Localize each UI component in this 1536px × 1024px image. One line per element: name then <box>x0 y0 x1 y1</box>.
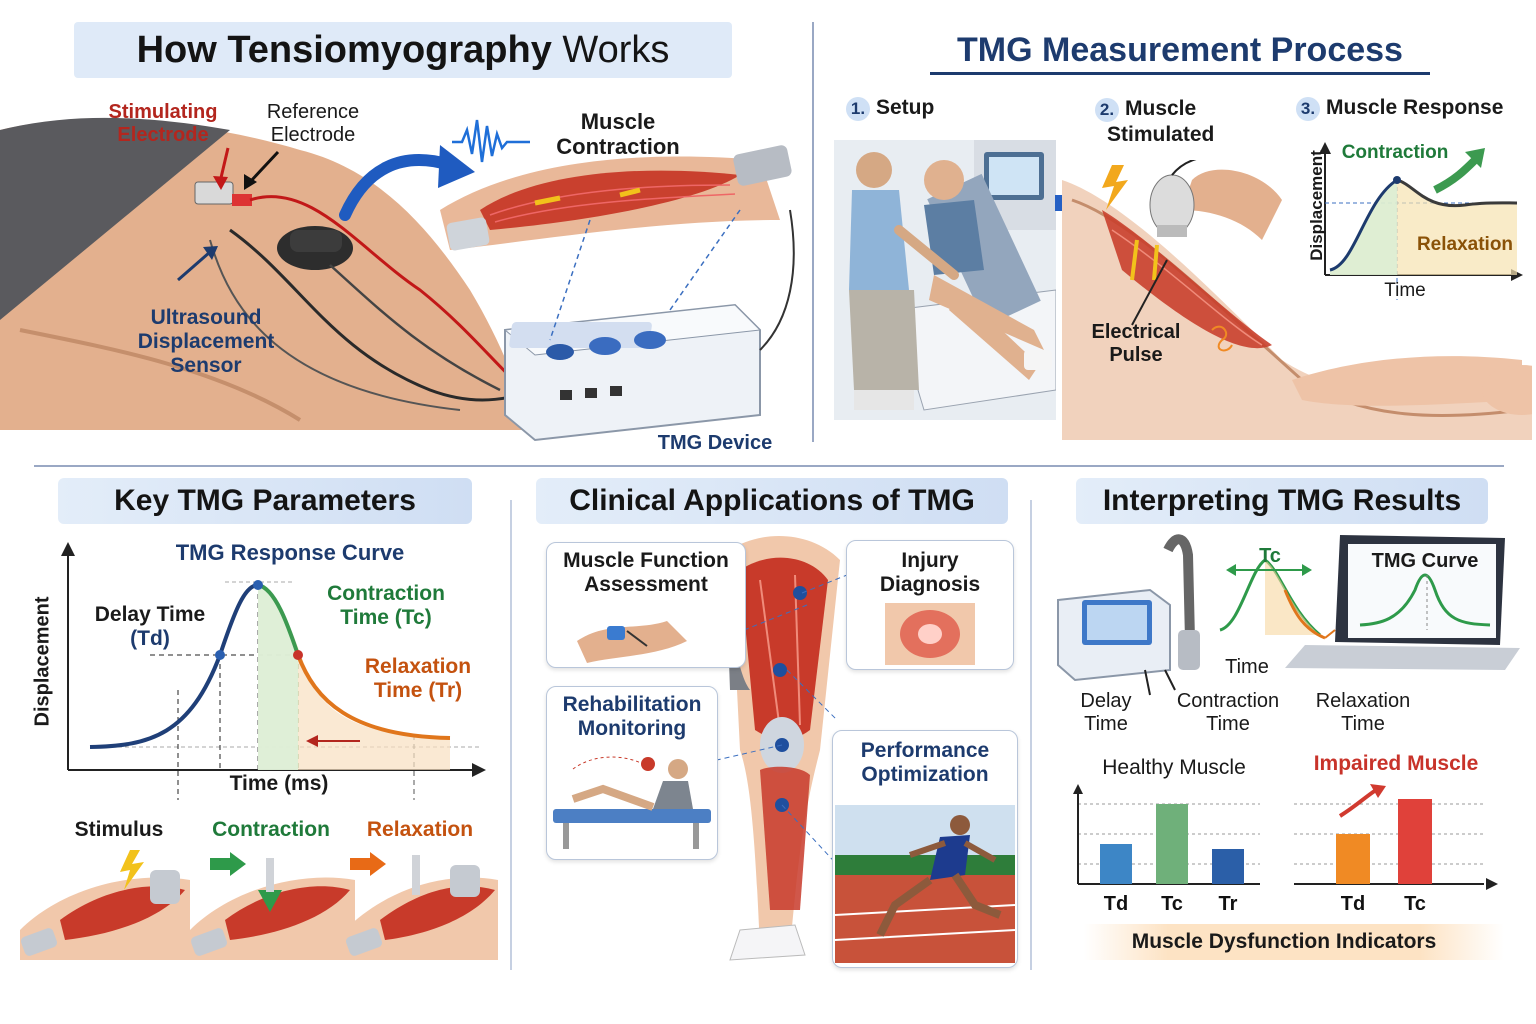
tick-label: Tr <box>1219 893 1238 915</box>
label-params-xlabel: Time (ms) <box>229 772 329 795</box>
arrow-right-icon <box>350 852 386 876</box>
graph-tmg-response-curve <box>61 542 486 800</box>
panel-title-process: TMG Measurement Process <box>930 28 1430 75</box>
label-muscle-contraction: Muscle Contraction <box>556 109 680 160</box>
label-rehab-monitoring: Rehabilitation Monitoring <box>562 693 702 741</box>
label-contraction: Contraction <box>212 818 330 841</box>
waveform-icon <box>452 119 530 163</box>
illustration-muscle-states <box>20 850 498 960</box>
bar-tc <box>1398 799 1432 884</box>
panel-title-params: Key TMG Parameters <box>58 478 472 524</box>
label-interpret-contraction: Contraction Time <box>1176 690 1280 735</box>
label-graph-relaxation: Relaxation <box>1416 234 1514 255</box>
arrow-right-icon <box>438 145 475 188</box>
node-dot-icon <box>793 586 807 600</box>
illustration-sprinter <box>835 805 1015 963</box>
card-injury-diagnosis: Injury Diagnosis <box>846 540 1014 670</box>
bar-td <box>1336 834 1370 884</box>
card-muscle-function: Muscle Function Assessment <box>546 542 746 668</box>
title-light: Works <box>562 28 670 71</box>
node-dot-icon <box>1393 176 1401 184</box>
chart-td-tc-tr: Td Tc Tr Td Tc <box>1073 784 1498 915</box>
chart-healthy: Td Tc Tr <box>1073 784 1260 915</box>
label-stimulus: Stimulus <box>74 818 164 841</box>
label-reference-electrode: Reference Electrode <box>266 101 360 146</box>
title-bold: How Tensiomyography <box>136 28 552 71</box>
label-impaired-muscle: Impaired Muscle <box>1313 752 1479 775</box>
divider-middle <box>34 465 1504 467</box>
label-graph-xlabel: Time <box>1384 280 1426 301</box>
step-stimulated: 2.Muscle Stimulated <box>1095 96 1214 147</box>
node-dot-icon <box>773 663 787 677</box>
dysfunction-banner <box>1084 924 1504 960</box>
panel-title-how: How Tensiomyography Works <box>74 22 732 78</box>
trend-arrow-head <box>1370 784 1386 798</box>
lightning-icon <box>120 850 144 890</box>
x-axis-arrow <box>1486 878 1498 890</box>
step-response: 3.Muscle Response <box>1296 96 1503 121</box>
card-performance: Performance Optimization <box>832 730 1018 968</box>
label-electrical-pulse: Electrical Pulse <box>1091 321 1181 366</box>
divider-top <box>812 22 814 442</box>
illustration-arm <box>577 621 687 663</box>
illustration-stimulated-leg <box>1062 160 1532 440</box>
label-interpret-relaxation: Relaxation Time <box>1315 690 1411 735</box>
label-tmg-device: TMG Device <box>657 432 773 454</box>
arrow-right-icon <box>210 852 246 876</box>
label-stimulating-electrode: Stimulating Electrode <box>108 101 218 146</box>
label-relaxation: Relaxation <box>366 818 474 841</box>
y-axis-arrow <box>1073 784 1083 794</box>
label-time: Time <box>1225 656 1269 678</box>
node-dot-icon <box>253 580 263 590</box>
label-graph-ylabel: Displacement <box>1307 150 1327 261</box>
chart-impaired: Td Tc <box>1294 784 1498 915</box>
label-contraction-time: Contraction Time (Tc) <box>327 582 445 630</box>
label-dysfunction: Muscle Dysfunction Indicators <box>1131 930 1437 953</box>
illustration-knee-device <box>0 117 795 442</box>
label-tmg-curve: TMG Curve <box>1371 550 1479 572</box>
card-rehab-monitoring: Rehabilitation Monitoring <box>546 686 718 860</box>
label-healthy-muscle: Healthy Muscle <box>1102 756 1246 779</box>
label-ultrasound-sensor: Ultrasound Displacement Sensor <box>137 306 275 378</box>
illustration-interpret-devices <box>1057 534 1520 696</box>
label-relaxation-time: Relaxation Time (Tr) <box>364 655 472 703</box>
illustration-knee-injury <box>885 603 975 665</box>
label-interpret-delay: Delay Time <box>1080 690 1132 735</box>
graph-muscle-response <box>1319 142 1523 300</box>
bar-tr <box>1212 849 1244 884</box>
step-setup: 1.Setup <box>846 96 934 121</box>
node-dot-icon <box>215 650 225 660</box>
label-delay-time: Delay Time (Td) <box>94 603 206 651</box>
label-muscle-function: Muscle Function Assessment <box>563 549 729 597</box>
illustration-rehab <box>553 756 711 849</box>
panel-title-clinical: Clinical Applications of TMG <box>536 478 1008 524</box>
tick-label: Td <box>1104 893 1128 915</box>
label-curve-title: TMG Response Curve <box>175 540 405 565</box>
illustration-setup <box>834 140 1056 420</box>
node-dot-icon <box>293 650 303 660</box>
divider-bottom-left <box>510 500 512 970</box>
label-performance: Performance Optimization <box>860 739 990 787</box>
label-params-ylabel: Displacement <box>31 596 54 727</box>
label-graph-contraction: Contraction <box>1341 142 1449 163</box>
divider-bottom-right <box>1030 500 1032 970</box>
tick-label: Tc <box>1404 893 1426 915</box>
bar-td <box>1100 844 1132 884</box>
tick-label: Tc <box>1161 893 1183 915</box>
panel-title-interpret: Interpreting TMG Results <box>1076 478 1488 524</box>
label-tc: Tc <box>1259 545 1281 567</box>
bar-tc <box>1156 804 1188 884</box>
label-injury-diagnosis: Injury Diagnosis <box>879 549 981 597</box>
illustration-leg-anatomy <box>725 536 840 961</box>
lightning-icon <box>1102 165 1128 210</box>
trend-arrow <box>1338 788 1378 818</box>
tick-label: Td <box>1341 893 1365 915</box>
